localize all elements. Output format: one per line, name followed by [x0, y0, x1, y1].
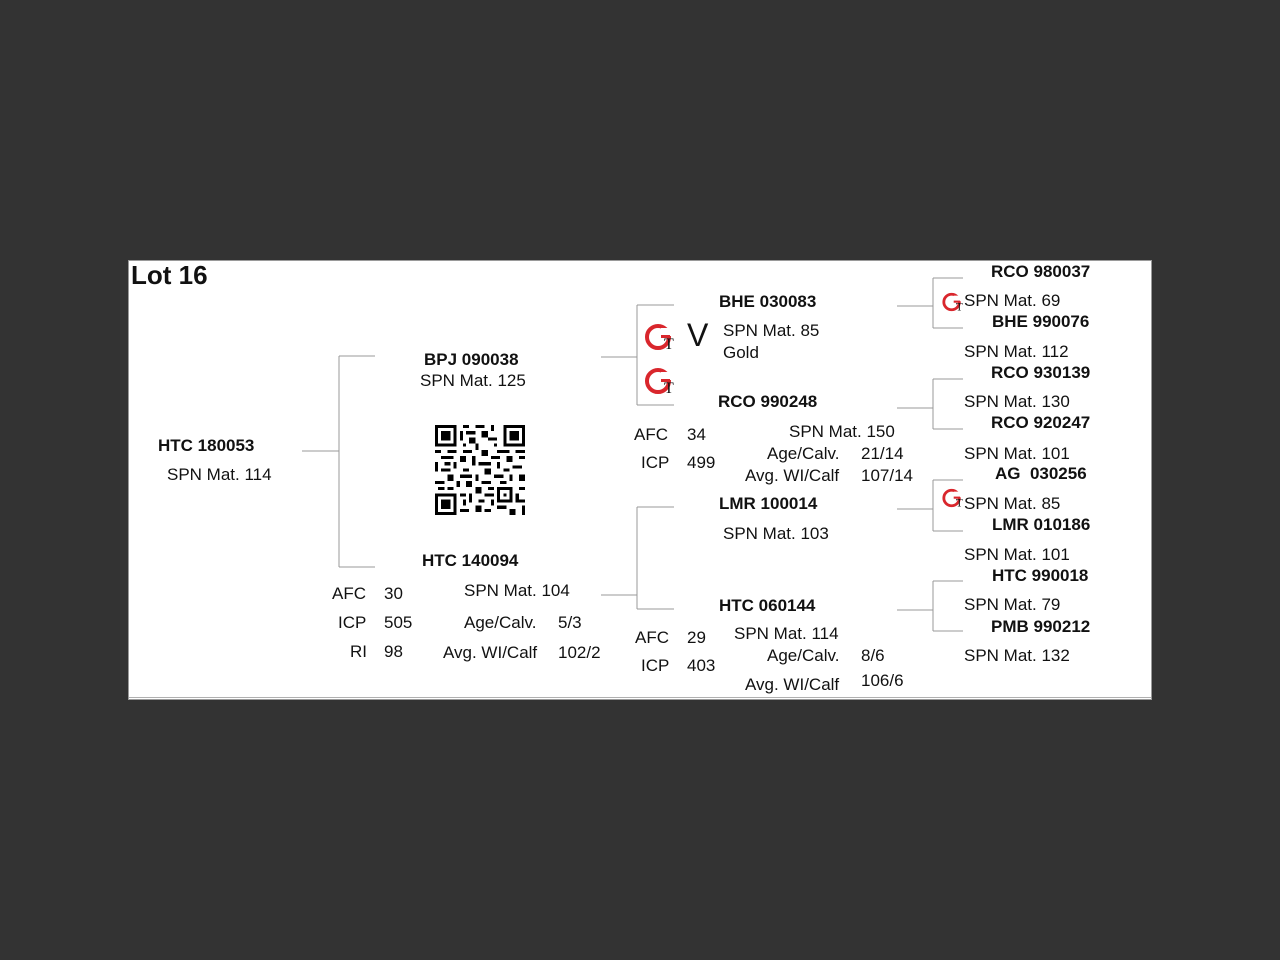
dam-afc-value: 30 [384, 584, 403, 603]
sd-icp-value: 499 [687, 453, 716, 472]
dd-avg-label: Avg. WI/Calf [745, 675, 840, 694]
dam-ri-label: RI [350, 642, 367, 661]
g3-spn: SPN Mat. 112 [964, 342, 1069, 361]
gt-logo-icon: T [643, 319, 677, 355]
dam-icp-label: ICP [338, 613, 367, 632]
ss-mark: V [687, 317, 709, 353]
dd-age-label: Age/Calv. [767, 646, 840, 665]
ss-spn: SPN Mat. 85 [723, 321, 820, 340]
g3-id: AG 030256 [995, 464, 1087, 483]
g3-id: HTC 990018 [992, 566, 1089, 585]
dam-ri-value: 98 [384, 642, 403, 661]
g3-id: RCO 930139 [991, 363, 1091, 382]
dam-age-label: Age/Calv. [464, 613, 537, 632]
g3-id: RCO 920247 [991, 413, 1091, 432]
bottom-divider [129, 697, 1151, 698]
sd-age-label: Age/Calv. [767, 444, 840, 463]
svg-text:T: T [664, 336, 674, 353]
gt-logo-icon: T [643, 363, 677, 399]
sd-age-value: 21/14 [861, 444, 904, 463]
sd-afc-value: 34 [687, 425, 706, 444]
pedigree-card: Lot 16 HTC 180053 SPN Mat. 114 BPJ 09003… [128, 260, 1152, 700]
sd-avg-label: Avg. WI/Calf [745, 466, 840, 485]
ds-spn: SPN Mat. 103 [723, 524, 829, 543]
g3-spn: SPN Mat. 85 [964, 494, 1061, 513]
sd-id: RCO 990248 [718, 392, 818, 411]
sd-afc-label: AFC [634, 425, 668, 444]
sd-spn: SPN Mat. 150 [789, 422, 895, 441]
g3-id: RCO 980037 [991, 262, 1091, 281]
dd-icp-label: ICP [641, 656, 670, 675]
g3-spn: SPN Mat. 69 [964, 291, 1061, 310]
dd-afc-label: AFC [635, 628, 669, 647]
g3-id: BHE 990076 [992, 312, 1090, 331]
dd-id: HTC 060144 [719, 596, 816, 615]
dam-afc-label: AFC [332, 584, 366, 603]
dd-avg-value: 106/6 [861, 671, 904, 690]
g3-id: LMR 010186 [992, 515, 1091, 534]
dd-afc-value: 29 [687, 628, 706, 647]
gt-logo-small-icon: T [941, 289, 965, 315]
g3-id: PMB 990212 [991, 617, 1091, 636]
sire-spn: SPN Mat. 125 [420, 371, 526, 390]
dam-spn: SPN Mat. 104 [464, 581, 570, 600]
gt-logo-small-icon: T [941, 485, 965, 511]
g3-spn: SPN Mat. 132 [964, 646, 1070, 665]
svg-text:T: T [956, 497, 963, 509]
qr-code-icon [435, 425, 525, 515]
dam-avg-label: Avg. WI/Calf [443, 643, 538, 662]
dd-icp-value: 403 [687, 656, 716, 675]
g3-spn: SPN Mat. 130 [964, 392, 1070, 411]
dam-avg-value: 102/2 [558, 643, 601, 662]
ss-id: BHE 030083 [719, 292, 817, 311]
pedigree-connector-lines [302, 277, 963, 632]
sd-icp-label: ICP [641, 453, 670, 472]
ds-id: LMR 100014 [719, 494, 818, 513]
animal-id: HTC 180053 [158, 436, 255, 455]
sire-id: BPJ 090038 [424, 350, 519, 369]
lot-number: Lot 16 [131, 260, 208, 290]
dam-age-value: 5/3 [558, 613, 582, 632]
g3-spn: SPN Mat. 101 [964, 545, 1070, 564]
animal-spn: SPN Mat. 114 [167, 465, 272, 484]
g3-spn: SPN Mat. 79 [964, 595, 1061, 614]
dd-spn: SPN Mat. 114 [734, 624, 839, 643]
sd-avg-value: 107/14 [861, 466, 913, 485]
dam-id: HTC 140094 [422, 551, 519, 570]
ss-gold: Gold [723, 343, 759, 362]
dd-age-value: 8/6 [861, 646, 885, 665]
g3-spn: SPN Mat. 101 [964, 444, 1070, 463]
dam-icp-value: 505 [384, 613, 413, 632]
svg-text:T: T [956, 301, 963, 313]
svg-text:T: T [664, 380, 674, 397]
